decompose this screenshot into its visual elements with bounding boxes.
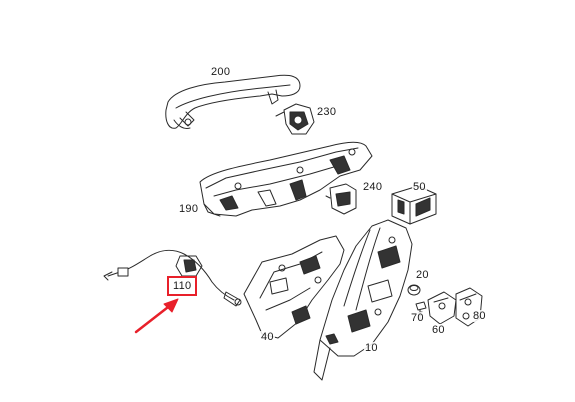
label-part-50: 50: [412, 181, 427, 193]
label-part-230: 230: [316, 106, 338, 118]
part-200-door-handle[interactable]: [165, 74, 301, 129]
label-part-60: 60: [431, 324, 446, 336]
part-190-handle-carrier[interactable]: [199, 141, 373, 217]
label-part-70: 70: [410, 312, 425, 324]
label-part-80: 80: [472, 310, 487, 322]
highlight-arrow: [134, 298, 179, 334]
part-240-bracket[interactable]: [325, 183, 357, 215]
label-part-20: 20: [415, 269, 430, 281]
label-part-110-highlighted[interactable]: 110: [167, 276, 198, 296]
label-part-190: 190: [178, 203, 200, 215]
label-part-200: 200: [210, 66, 232, 78]
part-230-handle-cap[interactable]: [275, 103, 315, 135]
label-part-240: 240: [362, 181, 384, 193]
label-part-10: 10: [364, 342, 379, 354]
part-60-cover-plate[interactable]: [427, 291, 457, 325]
part-10-lock-housing[interactable]: [313, 219, 413, 381]
part-40-carrier-plate[interactable]: [243, 235, 345, 339]
part-20-plug[interactable]: [407, 284, 421, 296]
label-part-40: 40: [260, 331, 275, 343]
